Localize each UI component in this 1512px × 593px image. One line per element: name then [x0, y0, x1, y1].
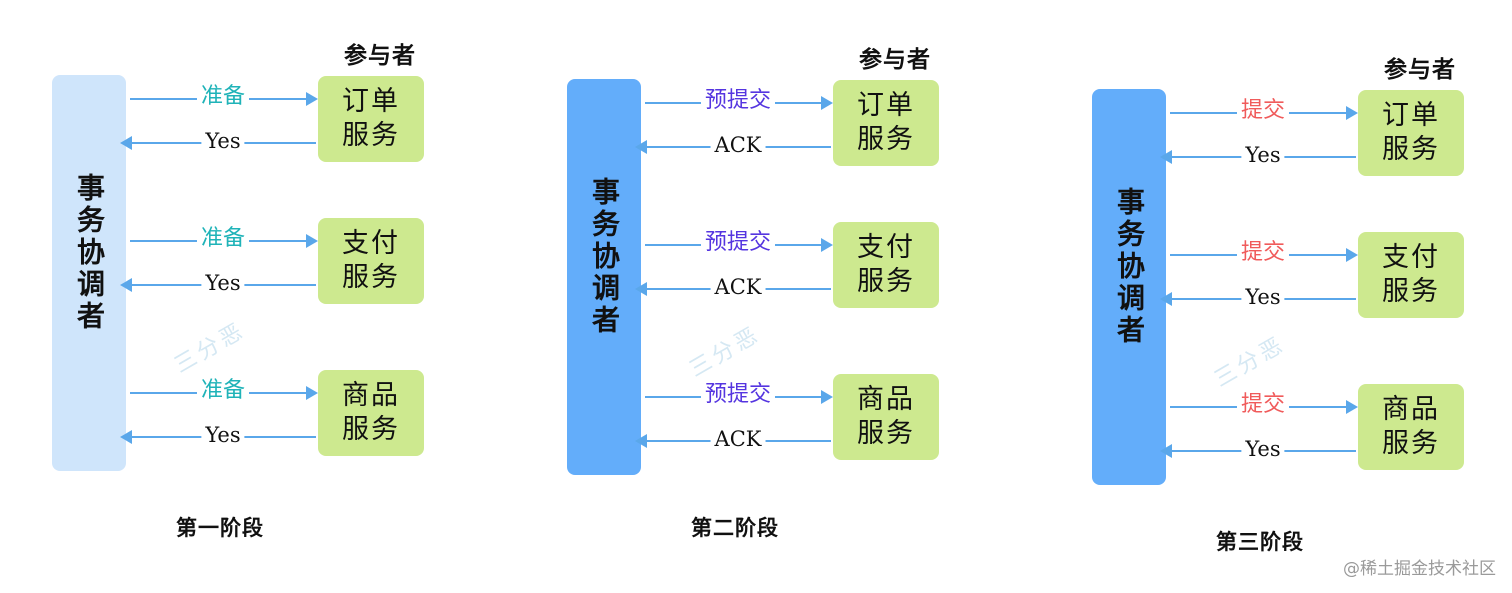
watermark: 三分恶	[170, 317, 251, 379]
reply-arrow: Yes	[1160, 284, 1356, 310]
service-box-2: 支付 服务	[1358, 232, 1464, 318]
request-arrow: 准备	[130, 84, 318, 110]
service-box-2: 支付 服务	[833, 222, 939, 308]
request-label: 预提交	[700, 88, 776, 114]
service-box-1: 订单 服务	[833, 80, 939, 166]
service-box-3: 商品 服务	[1358, 384, 1464, 470]
reply-arrow: Yes	[120, 128, 316, 154]
service-box-1: 订单 服务	[318, 76, 424, 162]
credit-text: @稀土掘金技术社区	[1343, 559, 1496, 579]
phase-label: 第一阶段	[176, 516, 264, 540]
reply-label: ACK	[710, 132, 766, 158]
reply-label: Yes	[1241, 142, 1285, 168]
request-arrow: 预提交	[645, 382, 833, 408]
coordinator-label: 事务协调者	[73, 173, 106, 333]
reply-label: ACK	[710, 426, 766, 452]
service-box-1: 订单 服务	[1358, 90, 1464, 176]
phase-label: 第二阶段	[691, 516, 779, 540]
reply-label: Yes	[201, 128, 245, 154]
request-label: 提交	[1236, 240, 1290, 266]
coordinator-bar: 事务协调者	[567, 79, 641, 475]
request-label: 准备	[196, 378, 250, 404]
request-arrow: 提交	[1170, 98, 1358, 124]
request-label: 准备	[196, 226, 250, 252]
reply-arrow: Yes	[120, 270, 316, 296]
request-arrow: 提交	[1170, 240, 1358, 266]
service-box-2: 支付 服务	[318, 218, 424, 304]
reply-label: Yes	[201, 270, 245, 296]
service-box-3: 商品 服务	[318, 370, 424, 456]
request-label: 预提交	[700, 230, 776, 256]
coordinator-label: 事务协调者	[1113, 187, 1146, 347]
reply-label: Yes	[1241, 284, 1285, 310]
watermark: 三分恶	[685, 321, 766, 383]
request-label: 提交	[1236, 98, 1290, 124]
participants-title: 参与者	[859, 47, 931, 73]
reply-arrow: Yes	[1160, 436, 1356, 462]
request-arrow: 预提交	[645, 230, 833, 256]
reply-arrow: ACK	[635, 132, 831, 158]
request-label: 提交	[1236, 392, 1290, 418]
reply-arrow: ACK	[635, 274, 831, 300]
reply-arrow: ACK	[635, 426, 831, 452]
service-box-3: 商品 服务	[833, 374, 939, 460]
reply-label: Yes	[1241, 436, 1285, 462]
request-arrow: 提交	[1170, 392, 1358, 418]
participants-title: 参与者	[1384, 57, 1456, 83]
request-arrow: 准备	[130, 378, 318, 404]
watermark: 三分恶	[1210, 331, 1291, 393]
phase-label: 第三阶段	[1216, 530, 1304, 554]
request-label: 预提交	[700, 382, 776, 408]
coordinator-bar: 事务协调者	[1092, 89, 1166, 485]
request-arrow: 准备	[130, 226, 318, 252]
reply-label: ACK	[710, 274, 766, 300]
coordinator-label: 事务协调者	[588, 177, 621, 337]
reply-arrow: Yes	[1160, 142, 1356, 168]
reply-arrow: Yes	[120, 422, 316, 448]
participants-title: 参与者	[344, 43, 416, 69]
request-label: 准备	[196, 84, 250, 110]
coordinator-bar: 事务协调者	[52, 75, 126, 471]
reply-label: Yes	[201, 422, 245, 448]
request-arrow: 预提交	[645, 88, 833, 114]
